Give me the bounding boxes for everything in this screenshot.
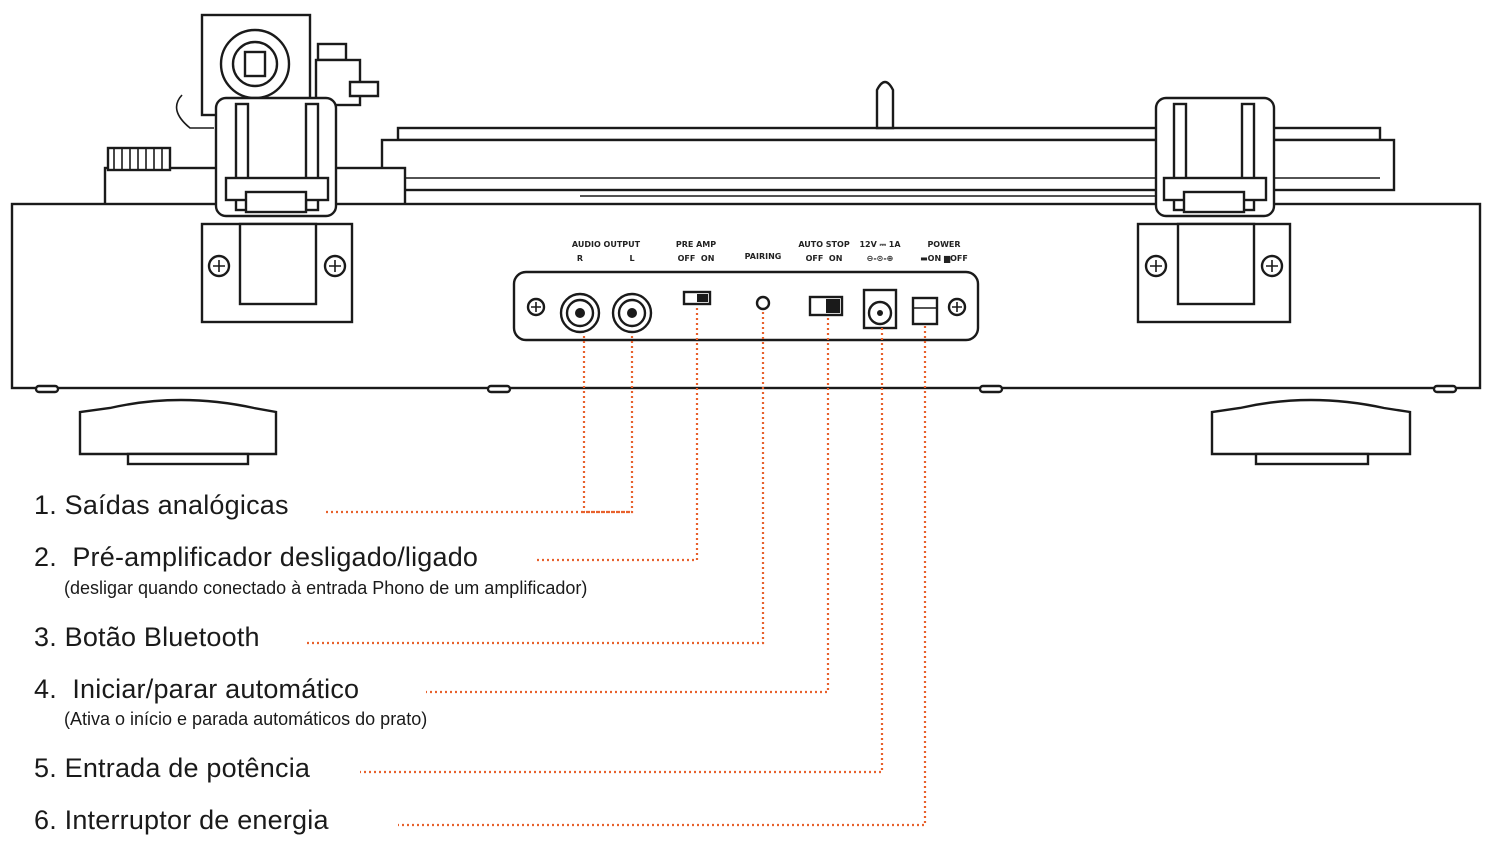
legend-label: Botão Bluetooth (64, 622, 260, 652)
legend-item-1: 1. Saídas analógicas (34, 490, 289, 521)
legend-note-4: (Ativa o início e parada automáticos do … (64, 709, 428, 729)
label-auto-stop: AUTO STOP (798, 240, 850, 249)
label-pre-amp-states: OFF ON (678, 254, 715, 263)
legend-number: 5. (34, 753, 57, 783)
label-power-states: ▬ON ▆OFF (920, 254, 968, 263)
leader-lines (304, 308, 927, 827)
legend-label: Interruptor de energia (64, 805, 329, 835)
label-dc-polarity: ⊖-⊙-⊕ (867, 254, 894, 263)
legend-label: Iniciar/parar automático (64, 674, 360, 704)
legend-item-2: 2. Pré-amplificador desligado/ligado (34, 542, 478, 573)
legend-number: 3. (34, 622, 57, 652)
leader-1 (326, 336, 634, 514)
label-audio-r: R (577, 254, 583, 263)
auto-stop-switch[interactable] (808, 295, 844, 317)
panel-labels: AUDIO OUTPUT R L PRE AMP OFF ON PAIRING … (572, 240, 968, 263)
legend-number: 2. (34, 542, 57, 572)
label-auto-stop-states: OFF ON (806, 254, 843, 263)
leader-5 (360, 328, 884, 774)
hinge-left (200, 96, 354, 324)
label-pre-amp: PRE AMP (676, 240, 716, 249)
leader-6 (398, 326, 927, 827)
rca-output-left[interactable] (611, 292, 653, 334)
foot-right (1210, 398, 1412, 466)
label-audio-l: L (629, 254, 634, 263)
label-pairing: PAIRING (745, 252, 782, 261)
rear-connector-panel (512, 270, 980, 342)
rca-output-right[interactable] (559, 292, 601, 334)
leader-2 (534, 308, 699, 562)
legend-number: 6. (34, 805, 57, 835)
legend-number: 4. (34, 674, 57, 704)
preamp-switch[interactable] (682, 290, 712, 306)
pairing-button[interactable] (755, 295, 771, 311)
legend-label: Saídas analógicas (64, 490, 289, 520)
label-power: POWER (927, 240, 960, 249)
leader-4 (426, 318, 830, 694)
legend-item-5: 5. Entrada de potência (34, 753, 310, 784)
hinge-right (1136, 96, 1292, 324)
foot-left (78, 398, 278, 466)
dc-power-jack[interactable] (862, 288, 898, 330)
power-switch[interactable] (911, 296, 939, 326)
legend-note-2: (desligar quando conectado à entrada Pho… (64, 578, 588, 598)
legend-label: Pré-amplificador desligado/ligado (64, 542, 479, 572)
leader-3 (304, 312, 765, 645)
legend-label: Entrada de potência (64, 753, 311, 783)
legend-item-3: 3. Botão Bluetooth (34, 622, 260, 653)
legend-item-4: 4. Iniciar/parar automático (34, 674, 359, 705)
label-dc-rating: 12V ⎓ 1A (859, 240, 901, 249)
plinth-bottom-bumps (34, 384, 1458, 394)
label-audio-output: AUDIO OUTPUT (572, 240, 641, 249)
legend-number: 1. (34, 490, 57, 520)
legend-item-6: 6. Interruptor de energia (34, 805, 329, 836)
